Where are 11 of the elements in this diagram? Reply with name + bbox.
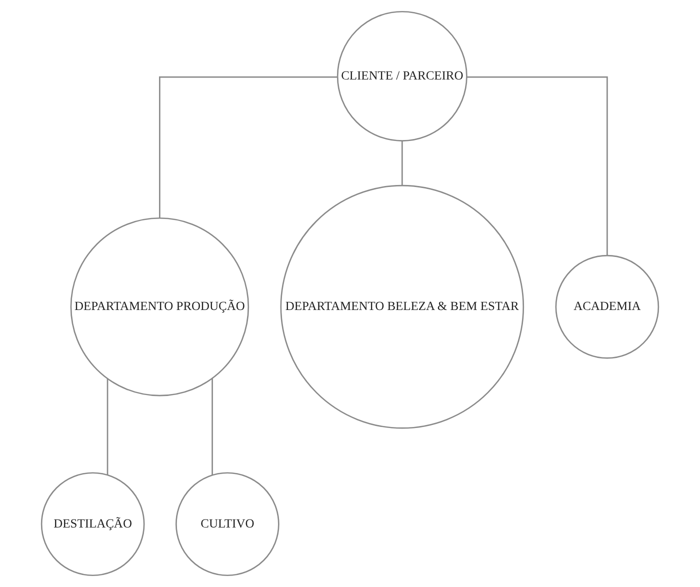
node-circle: CLIENTE / PARCEIRO xyxy=(336,10,468,142)
connector xyxy=(159,76,338,218)
connector xyxy=(466,76,608,256)
node-circle: DESTILAÇÃO xyxy=(40,472,145,576)
connector xyxy=(401,141,403,186)
connector xyxy=(212,378,213,475)
node-circle: CULTIVO xyxy=(176,472,280,576)
node-circle: ACADEMIA xyxy=(555,254,660,359)
connector xyxy=(106,378,108,475)
node-circle: DEPARTAMENTO BELEZA & BEM ESTAR xyxy=(280,184,524,429)
node-circle: DEPARTAMENTO PRODUÇÃO xyxy=(70,217,250,396)
